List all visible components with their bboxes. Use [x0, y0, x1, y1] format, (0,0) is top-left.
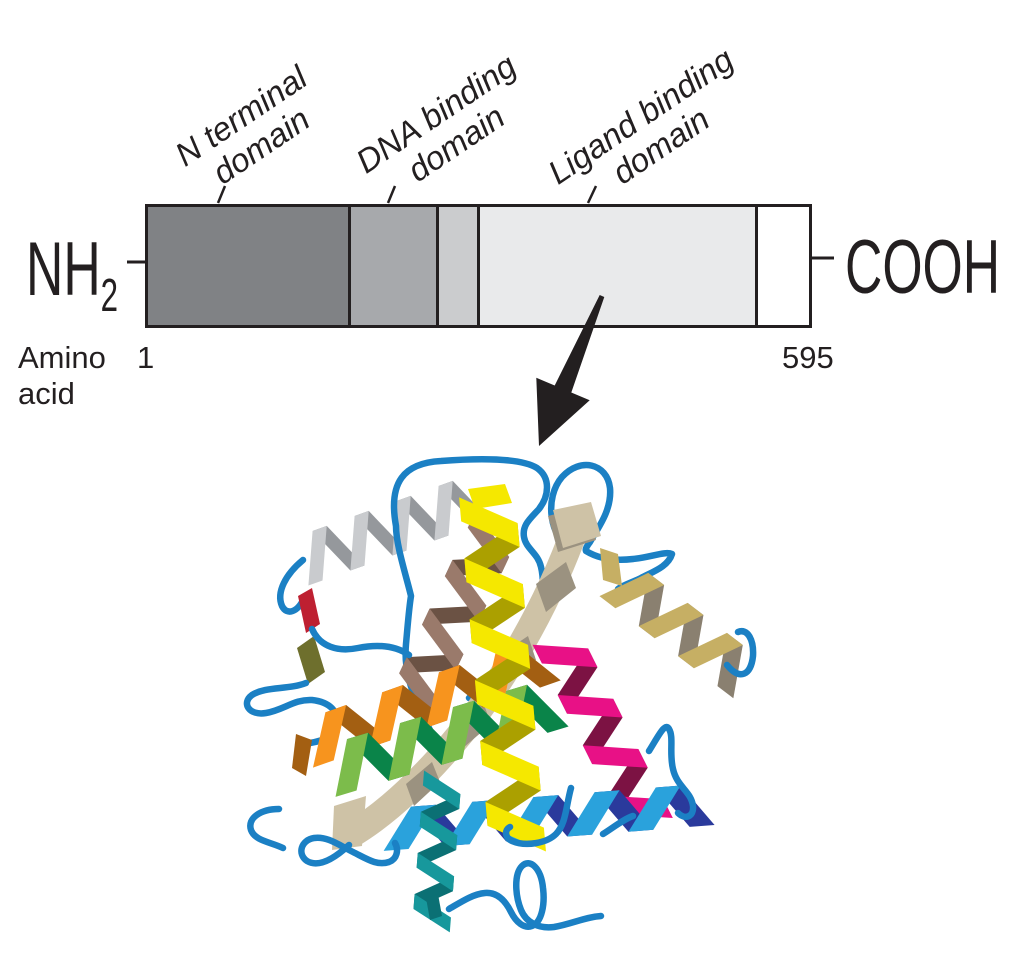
callout-tick-marks: [127, 185, 834, 264]
end-residue-number: 595: [782, 340, 834, 375]
segment-hinge-region: [436, 207, 477, 325]
ribbon-structure: [243, 456, 757, 933]
segment-ligand-binding-domain: [477, 207, 755, 325]
segment-dna-binding-domain: [348, 207, 436, 325]
nh2-label: NH2: [26, 227, 119, 322]
cooh-label: COOH: [845, 225, 1001, 310]
domain-bar: [145, 204, 812, 328]
arrow-to-structure: [536, 295, 605, 446]
start-residue-number: 1: [137, 340, 155, 375]
segment-c-terminal-region: [755, 207, 809, 325]
segment-n-terminal-domain: [148, 207, 348, 325]
